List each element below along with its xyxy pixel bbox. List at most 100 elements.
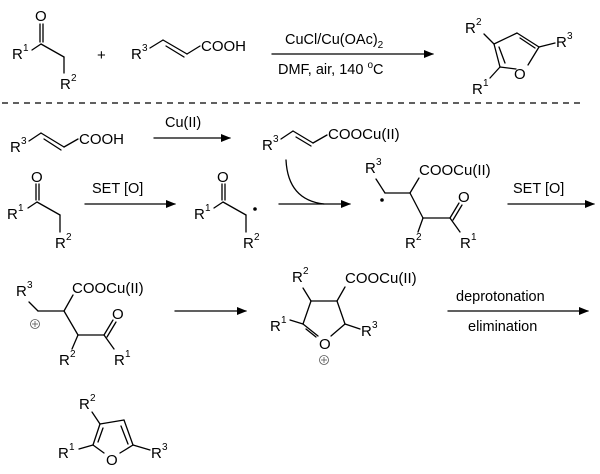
plus-sign: +	[97, 47, 106, 64]
r3-sup: 3	[21, 136, 27, 147]
ketone-reactant: O R 1 R 2	[12, 8, 77, 93]
bond	[409, 177, 420, 194]
bond	[489, 66, 501, 79]
r1-label: R	[472, 81, 483, 98]
furan-product-final: R 2 O R 1 R 3	[58, 393, 168, 469]
bond	[409, 192, 424, 219]
bond	[91, 411, 101, 425]
reagent-cu: Cu(II)	[165, 115, 201, 131]
r2-label: R	[465, 20, 476, 37]
bond	[162, 39, 188, 55]
radical-dot	[380, 198, 384, 202]
r3-sup: 3	[162, 442, 168, 453]
coocu-group: COOCu(II)	[328, 126, 400, 143]
bond	[123, 419, 134, 446]
r2-sup: 2	[70, 349, 76, 360]
bond	[280, 130, 294, 140]
bond	[71, 334, 79, 350]
bond	[417, 217, 424, 233]
bond	[28, 301, 39, 312]
bond	[63, 294, 74, 312]
r1-sup: 1	[23, 43, 29, 54]
double-bond	[305, 328, 317, 338]
bond	[292, 130, 314, 144]
bond	[222, 201, 247, 216]
r1-label: R	[270, 318, 281, 335]
overall-arrow: CuCl/Cu(OAc)2 DMF, air, 140 oC	[271, 32, 434, 78]
cooh-group: COOH	[79, 131, 124, 148]
cation-charge-circle	[30, 319, 40, 329]
bond	[527, 46, 540, 66]
coocu-group: COOCu(II)	[419, 162, 491, 179]
double-bond	[43, 138, 62, 151]
r3-label: R	[151, 445, 162, 462]
r2-sup: 2	[476, 17, 482, 28]
r1-label: R	[114, 352, 125, 369]
mech-adduct-radical: R 3 COOCu(II) O R 2 R 1	[365, 157, 491, 252]
bond	[538, 42, 556, 48]
r2-label: R	[243, 235, 254, 252]
bond	[63, 138, 79, 148]
reagent-elimination: elimination	[468, 319, 537, 335]
reagent-deprotonation: deprotonation	[456, 289, 545, 305]
bond	[302, 300, 312, 325]
conditions-solvent: DMF, air, 140 oC	[278, 60, 384, 78]
bond	[63, 310, 79, 336]
furan-oxygen: O	[106, 452, 118, 469]
bond	[36, 201, 61, 216]
oxonium-charge-circle	[319, 355, 329, 365]
r2-label: R	[79, 396, 90, 413]
r3-sup: 3	[567, 31, 573, 42]
oxygen-label: O	[458, 189, 470, 206]
double-bond	[120, 425, 129, 445]
r3-sup: 3	[142, 43, 148, 54]
r2-label: R	[292, 269, 303, 286]
bond	[149, 39, 164, 49]
bond	[302, 287, 312, 302]
bond	[493, 32, 518, 45]
r1-label: R	[194, 206, 205, 223]
bond	[103, 334, 115, 350]
bond	[499, 66, 517, 70]
mech-carbocation: R 3 COOCu(II) O R 2 R 1	[16, 280, 144, 369]
bond	[302, 323, 319, 337]
bond	[213, 201, 224, 209]
mech-oxocarbenium: R 2 COOCu(II) O R 1 R 3	[270, 266, 417, 365]
bond	[31, 43, 42, 51]
r3-sup: 3	[376, 157, 382, 168]
bond	[375, 178, 386, 194]
bond	[27, 201, 38, 209]
r1-label: R	[58, 445, 69, 462]
r1-label: R	[7, 206, 18, 223]
bond	[330, 323, 346, 337]
r2-sup: 2	[303, 266, 309, 277]
carbonyl-bond-2	[106, 321, 117, 338]
carbonyl-bond	[103, 319, 114, 336]
bond	[516, 32, 540, 48]
bond	[92, 444, 105, 454]
double-bond	[97, 427, 104, 443]
r1-sup: 1	[205, 203, 211, 214]
reagent-set-o-1: SET [O]	[92, 181, 143, 197]
oxygen-label: O	[112, 306, 124, 323]
r3-label: R	[361, 323, 372, 340]
r3-label: R	[262, 137, 273, 154]
r1-label: R	[12, 46, 23, 63]
bond	[40, 43, 65, 58]
bond	[336, 286, 346, 302]
reagent-set-o-2: SET [O]	[513, 181, 564, 197]
r2-label: R	[59, 352, 70, 369]
bond	[312, 134, 328, 144]
radical-dot	[253, 207, 257, 211]
r1-sup: 1	[483, 78, 489, 89]
mech-ketone-radical: O R 1 R 2	[194, 169, 260, 252]
double-bond	[519, 37, 536, 49]
bond	[344, 323, 361, 330]
r3-label: R	[16, 283, 27, 300]
mech-acid: R 3 COOH	[10, 131, 124, 156]
bond	[92, 423, 101, 446]
coocu-group: COOCu(II)	[345, 270, 417, 287]
conditions-catalyst: CuCl/Cu(OAc)2	[285, 32, 384, 51]
cooh-group: COOH	[201, 38, 246, 55]
